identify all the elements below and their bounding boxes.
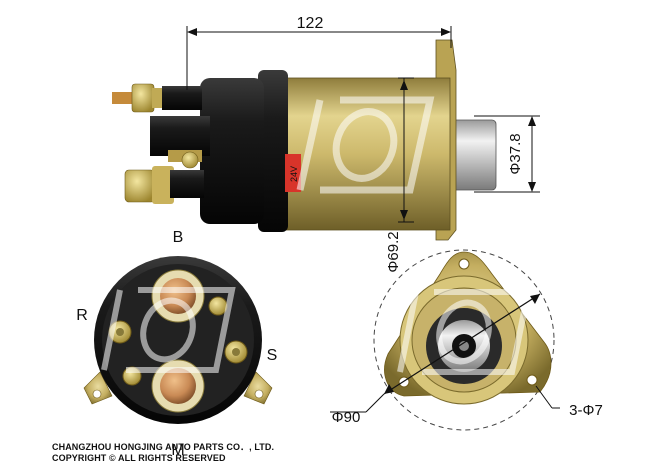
dimension-length: 122 bbox=[186, 15, 452, 90]
terminal-b-label: B bbox=[173, 229, 184, 246]
terminal-s-label: S bbox=[267, 347, 278, 364]
terminal-r-label: R bbox=[76, 307, 88, 324]
flange-diameter: Φ90 bbox=[332, 409, 361, 426]
side-view: 24V bbox=[112, 39, 497, 241]
black-cap bbox=[258, 70, 288, 232]
dimension-shaft: Φ37.8 bbox=[474, 115, 540, 193]
flange-end-view bbox=[330, 249, 560, 431]
footer-company: CHANGZHOU HONGJING AUTO PARTS CO．, LTD. bbox=[52, 442, 275, 452]
terminal-end-view bbox=[83, 256, 273, 424]
terminal-m-label: M bbox=[171, 442, 184, 459]
watermark-logo bbox=[296, 96, 435, 194]
voltage-text: 24V bbox=[289, 166, 299, 182]
length-value: 122 bbox=[297, 15, 324, 32]
body-diameter: Φ69.2 bbox=[385, 231, 402, 272]
shaft-diameter: Φ37.8 bbox=[507, 133, 524, 174]
dimension-body: Φ69.2 bbox=[385, 77, 414, 273]
voltage-label bbox=[285, 154, 301, 192]
mount-holes: 3-Φ7 bbox=[569, 402, 603, 419]
plunger-shaft bbox=[449, 119, 497, 191]
footer-copyright: COPYRIGHT © ALL RIGHTS RESERVED bbox=[52, 453, 226, 463]
